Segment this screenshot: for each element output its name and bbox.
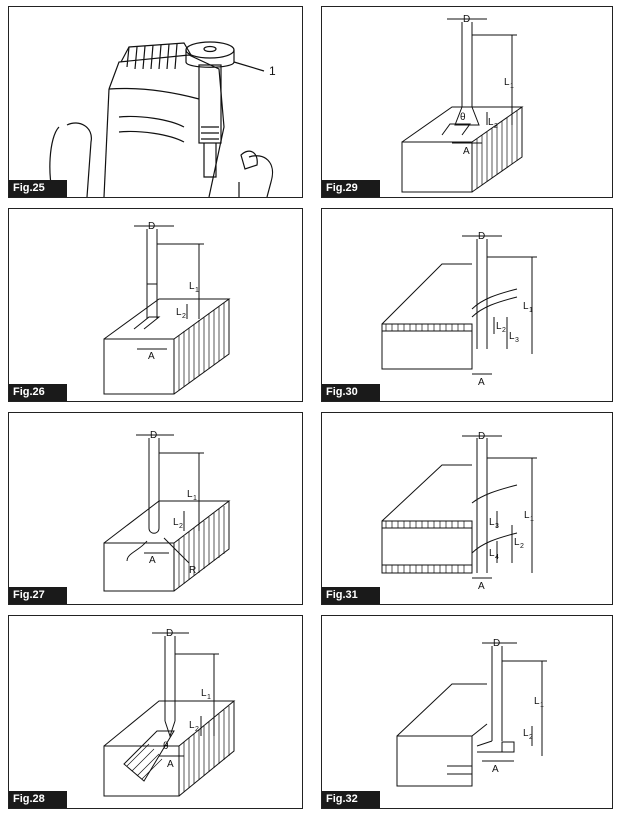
dimension-label: A xyxy=(492,764,499,775)
dimension-label: L xyxy=(523,301,529,312)
dimension-label: A xyxy=(478,581,485,592)
dimension-label: 1 xyxy=(540,702,544,709)
dimension-label: D xyxy=(150,430,157,441)
dimension-label: D xyxy=(463,14,470,25)
figure-panel-fig25: 1 Fig.25 xyxy=(8,6,303,198)
dimension-label: D xyxy=(478,231,485,242)
dimension-label: 2 xyxy=(195,726,199,733)
dimension-label: 2 xyxy=(502,327,506,334)
dimension-label: 2 xyxy=(529,734,533,741)
dimension-label: A xyxy=(463,146,470,157)
dimension-label: L xyxy=(524,510,530,521)
router-illustration: 1 xyxy=(49,41,276,197)
dimension-label: 3 xyxy=(515,337,519,344)
dimension-label: L xyxy=(201,688,207,699)
callout-number: 1 xyxy=(269,64,276,78)
dimension-label: L xyxy=(189,281,195,292)
dimension-label: L xyxy=(488,117,494,128)
dimension-label: A xyxy=(149,555,156,566)
dimension-label: 2 xyxy=(494,123,498,130)
dimension-label: A xyxy=(167,759,174,770)
dimension-label: L xyxy=(187,489,193,500)
dimension-label: L xyxy=(176,307,182,318)
dimension-label: L xyxy=(189,720,195,731)
dimension-label: L xyxy=(523,728,529,739)
dimension-label: 2 xyxy=(520,543,524,550)
dimension-label: 1 xyxy=(207,694,211,701)
dimension-label: L xyxy=(489,517,495,528)
dimension-label: 2 xyxy=(182,313,186,320)
figure-caption: Fig.28 xyxy=(9,791,67,808)
dimension-label: 2 xyxy=(179,523,183,530)
figure-caption: Fig.29 xyxy=(322,180,380,197)
dimension-label: 1 xyxy=(195,287,199,294)
figure-caption: Fig.32 xyxy=(322,791,380,808)
figure-caption: Fig.26 xyxy=(9,384,67,401)
dimension-label: A xyxy=(148,351,155,362)
dimension-label: D xyxy=(493,638,500,649)
dimension-label: 1 xyxy=(529,307,533,314)
dimension-label: L xyxy=(514,537,520,548)
dimension-label: L xyxy=(489,548,495,559)
dimension-label: D xyxy=(166,628,173,639)
dimension-label: 1 xyxy=(510,83,514,90)
dimension-label: 1 xyxy=(530,516,534,523)
dimension-label: 3 xyxy=(495,523,499,530)
figure-caption: Fig.25 xyxy=(9,180,67,197)
dimension-label: L xyxy=(173,517,179,528)
dimension-label: R xyxy=(189,565,196,576)
dimension-label: L xyxy=(534,696,540,707)
figure-caption: Fig.27 xyxy=(9,587,67,604)
dimension-label: 4 xyxy=(495,554,499,561)
dimension-label: A xyxy=(478,377,485,388)
dimension-label: L xyxy=(509,331,515,342)
dimension-label: θ xyxy=(163,741,169,752)
dimension-label: L xyxy=(496,321,502,332)
dimension-label: D xyxy=(478,431,485,442)
figure-caption: Fig.30 xyxy=(322,384,380,401)
figure-caption: Fig.31 xyxy=(322,587,380,604)
dimension-label: 1 xyxy=(193,495,197,502)
dimension-label: θ xyxy=(460,112,466,123)
dimension-label: D xyxy=(148,221,155,232)
dimension-label: L xyxy=(504,77,510,88)
